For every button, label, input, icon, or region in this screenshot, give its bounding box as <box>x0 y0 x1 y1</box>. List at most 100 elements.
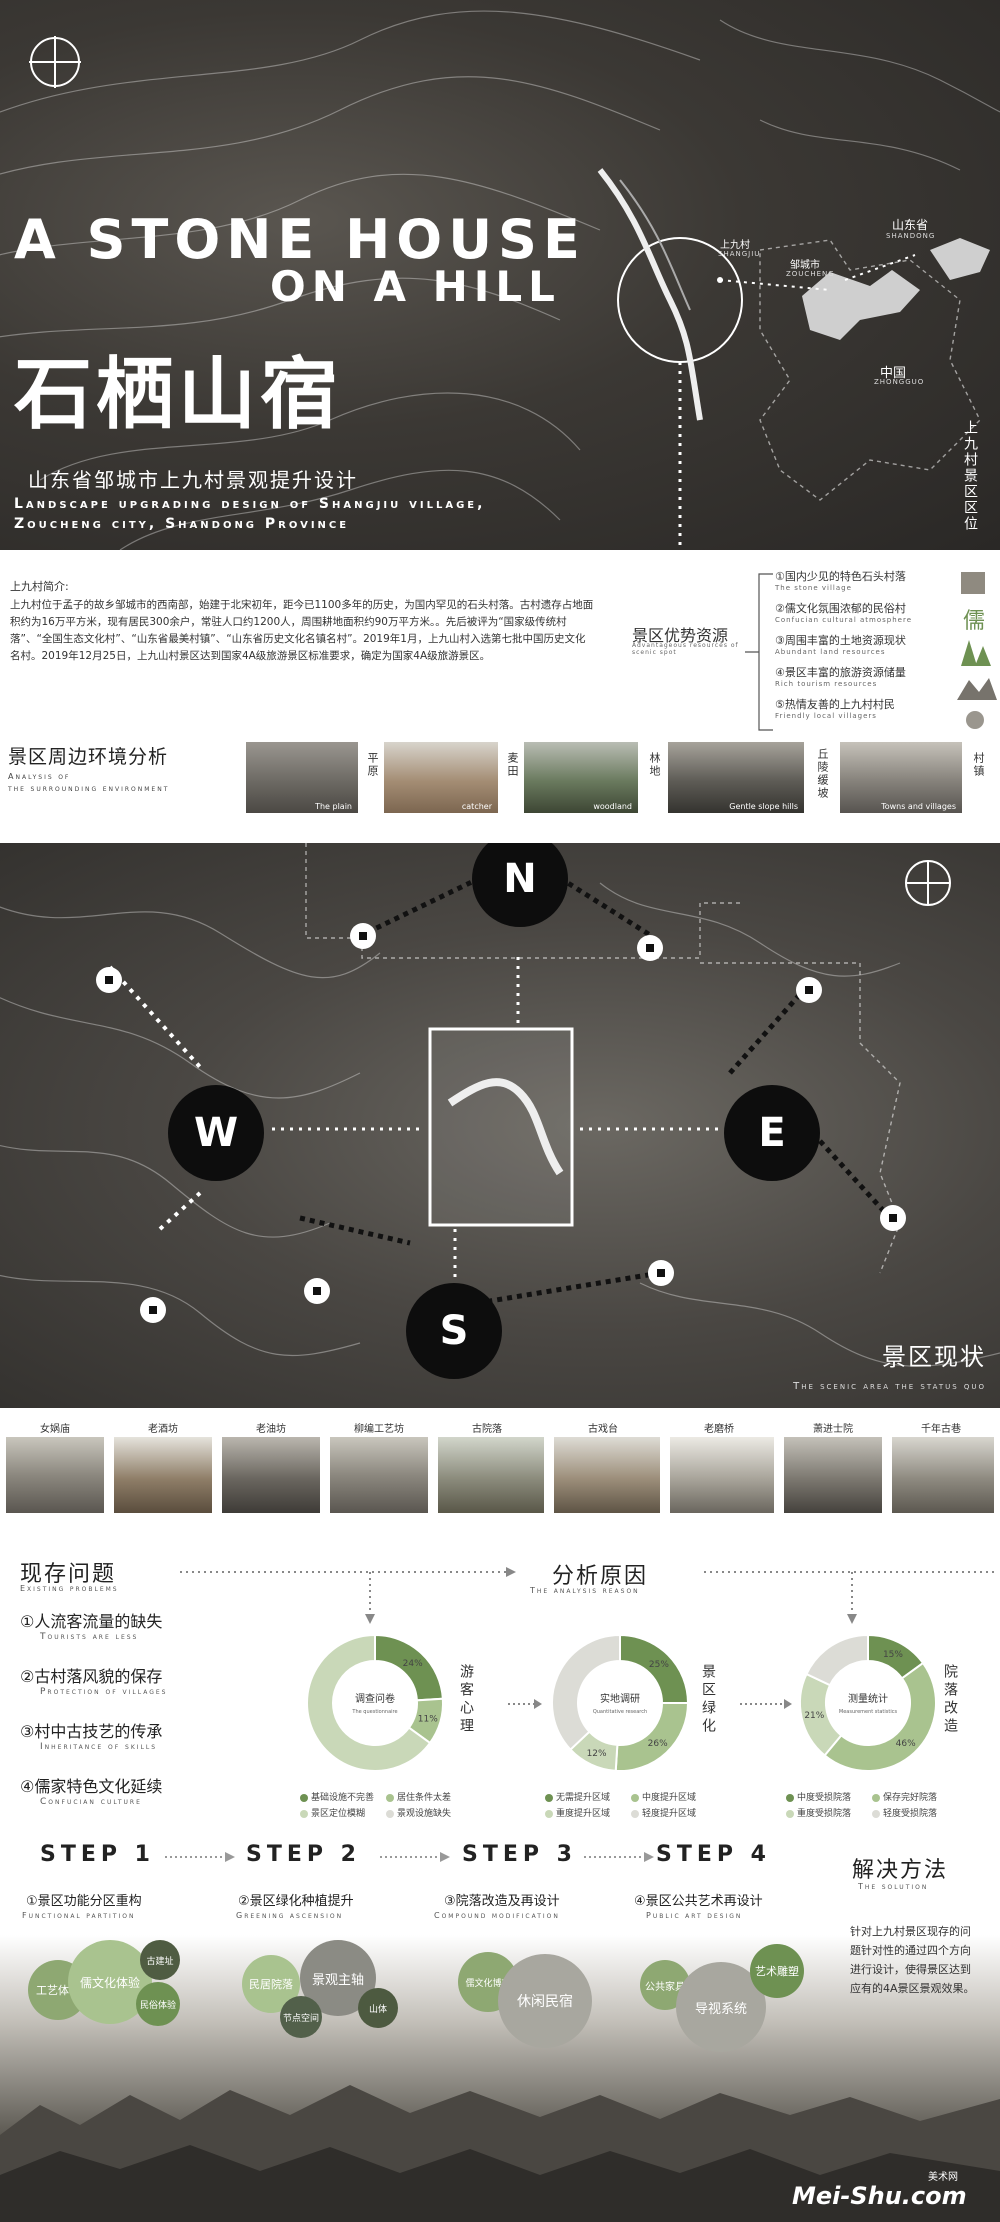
advantages-bracket <box>745 573 773 731</box>
legend-entry: 保存完好院落 <box>872 1790 952 1803</box>
problems-title: 现存问题 <box>20 1562 117 1587</box>
view-node <box>140 1297 166 1323</box>
legend-label: 居住条件太差 <box>397 1793 452 1803</box>
step-3-title: ③院落改造及再设计 <box>444 1894 560 1909</box>
donut-title: 测量统计 <box>848 1692 888 1705</box>
village-frame <box>428 1027 574 1227</box>
title-cn: 石栖山宿 <box>14 349 343 440</box>
legend-entry: 基础设施不完善 <box>300 1790 386 1803</box>
problem-cn: ①人流客流量的缺失 <box>20 1612 163 1631</box>
solution-title: 解决方法 <box>852 1858 949 1883</box>
village-road <box>447 1078 564 1176</box>
legend-entry: 重度提升区域 <box>545 1806 631 1819</box>
legend-entry: 轻度提升区域 <box>631 1806 711 1819</box>
status-caption: 老油坊 <box>256 1424 286 1435</box>
legend-entry: 居住条件太差 <box>386 1790 466 1803</box>
legend-swatch <box>631 1809 639 1818</box>
flow-arrow <box>740 1699 792 1709</box>
legend-label: 中度提升区域 <box>642 1793 697 1803</box>
adv-item-cn: ②儒文化氛围浓郁的民俗村 <box>775 602 906 615</box>
step-1-label: STEP 1 <box>40 1842 155 1867</box>
donut-title: 实地调研 <box>600 1692 640 1705</box>
status-title: 景区现状 <box>882 1343 986 1371</box>
donut-data-label: 21% <box>804 1711 824 1721</box>
legend-list: 基础设施不完善 居住条件太差 景区定位模糊 景观设施缺失 <box>300 1790 470 1819</box>
legend-entry: 重度受损院落 <box>786 1806 872 1819</box>
intro-heading: 上九村简介: <box>10 580 69 593</box>
donut-hole <box>828 1663 908 1743</box>
status-caption: 老酒坊 <box>148 1424 178 1435</box>
adv-item-cn: ③周围丰富的土地资源现状 <box>775 634 906 647</box>
title-en-line2: ON A HILL <box>270 262 561 311</box>
donut-hole <box>335 1663 415 1743</box>
donut-hole <box>580 1663 660 1743</box>
east-marker: E <box>724 1085 820 1181</box>
label-zoucheng: 邹城市 <box>790 260 820 271</box>
label-shandong-en: SHANDONG <box>886 232 936 240</box>
adv-item-en: The stone village <box>775 584 852 592</box>
photo-vlabel: 丘陵缓坡 <box>816 748 829 800</box>
label-china-en: ZHONGGUO <box>874 378 925 386</box>
step-1-subtitle: Functional partition <box>22 1911 136 1920</box>
mountain-icon <box>957 678 997 700</box>
step-arrow <box>380 1852 450 1862</box>
photo-vlabel: 麦田 <box>506 752 519 778</box>
problem-item: ④儒家特色文化延续 Confucian culture <box>20 1773 162 1807</box>
problem-item: ②古村落风貌的保存 Protection of villages <box>20 1663 167 1697</box>
legend-list: 无需提升区域 中度提升区域 重度提升区域 轻度提升区域 <box>545 1790 715 1819</box>
shandong-shape <box>802 270 920 340</box>
problem-cn: ②古村落风貌的保存 <box>20 1667 163 1686</box>
legend-entry: 无需提升区域 <box>545 1790 631 1803</box>
view-node <box>796 977 822 1003</box>
intro-body: 上九村位于孟子的故乡邹城市的西南部，始建于北宋初年，距今已1100多年的历史，为… <box>10 599 594 662</box>
legend-entry: 中度受损院落 <box>786 1790 872 1803</box>
problem-en: Confucian culture <box>40 1797 142 1807</box>
legend-label: 景区定位模糊 <box>311 1809 366 1819</box>
legend-swatch <box>545 1809 553 1818</box>
donut-data-label: 11% <box>418 1714 438 1724</box>
status-photo <box>438 1437 544 1513</box>
photo-wheat: catcher <box>384 742 498 813</box>
step-2-label: STEP 2 <box>246 1842 361 1867</box>
status-subtitle: The scenic area the status quo <box>793 1381 986 1392</box>
advantages-icons: 儒 <box>957 572 997 729</box>
photo-hills: Gentle slope hills <box>668 742 804 813</box>
surrounding-sub-2: the surrounding environment <box>8 784 170 793</box>
advantages-title-en: Advantageous resources of scenic spot <box>632 642 739 656</box>
south-marker: S <box>406 1283 502 1379</box>
donut-subtitle: Quantitative research <box>593 1709 647 1715</box>
step-2-title: ②景区绿化种植提升 <box>238 1894 354 1909</box>
analysis-title: 分析原因 <box>552 1564 649 1589</box>
subtitle-en-line2: Zoucheng city, Shandong Province <box>14 516 350 532</box>
label-china: 中国 <box>880 366 907 381</box>
status-photo <box>330 1437 428 1513</box>
legend-swatch <box>786 1809 794 1818</box>
photo-caption: Gentle slope hills <box>729 802 798 811</box>
legend-label: 无需提升区域 <box>556 1793 611 1803</box>
donut-data-label: 25% <box>649 1660 669 1670</box>
status-photo <box>6 1437 104 1513</box>
legend-swatch <box>386 1793 394 1802</box>
contour-lines <box>0 10 1000 550</box>
view-node <box>648 1260 674 1286</box>
legend-label: 轻度提升区域 <box>642 1809 697 1819</box>
problem-en: Inheritance of skills <box>40 1742 158 1752</box>
west-marker: W <box>168 1085 264 1181</box>
status-caption: 古戏台 <box>588 1424 618 1435</box>
adv-item-cn: ⑤热情友善的上九村村民 <box>775 698 895 711</box>
subtitle-cn: 山东省邹城市上九村景观提升设计 <box>28 468 358 492</box>
photo-caption: catcher <box>461 802 492 811</box>
label-shangjiu: 上九村 <box>720 240 750 251</box>
adv-item-en: Friendly local villagers <box>775 712 877 720</box>
stone-house-icon <box>961 572 985 594</box>
legend-entry: 景区定位模糊 <box>300 1806 386 1819</box>
donut-slice <box>823 1661 937 1772</box>
adv-item-en: Abundant land resources <box>775 648 886 656</box>
subtitle-en-line1: Landscape upgrading design of Shangjiu v… <box>14 496 486 512</box>
legend-swatch <box>786 1793 794 1802</box>
svg-text:儒: 儒 <box>963 609 985 634</box>
